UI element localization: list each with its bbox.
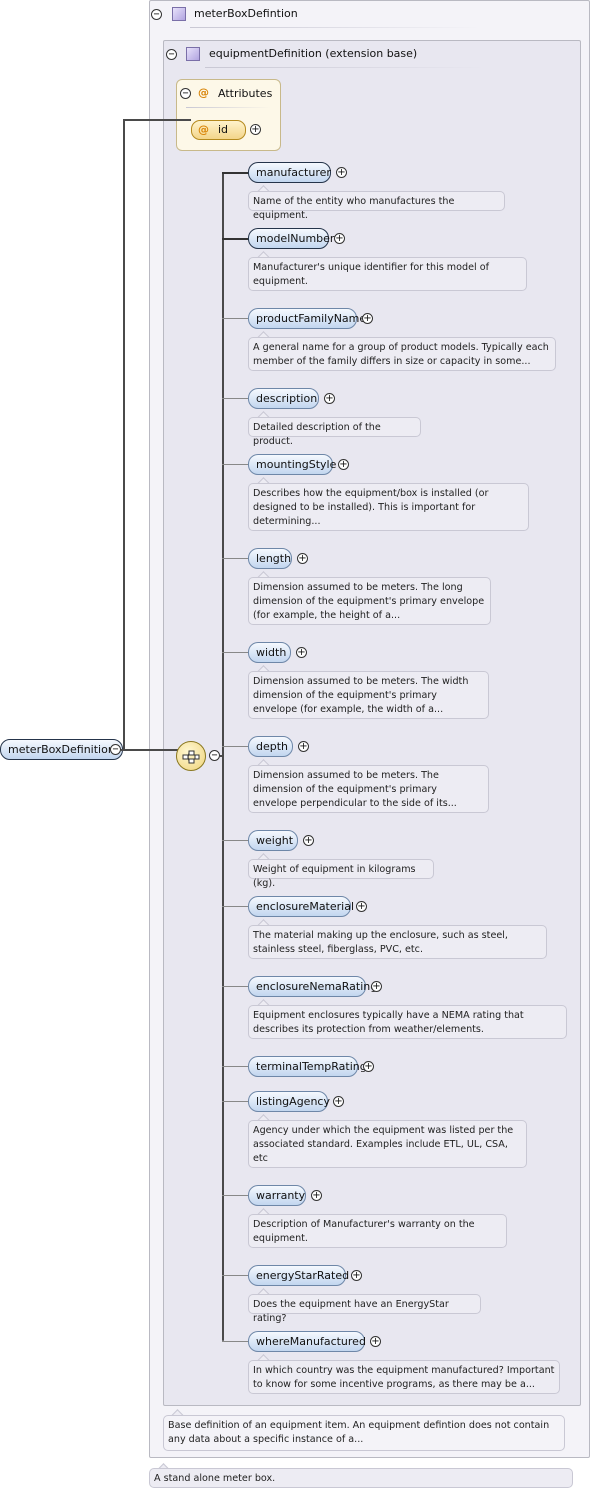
collapse-sequence-toggle[interactable]: − — [209, 750, 220, 761]
connector — [123, 119, 191, 121]
expand-length[interactable]: + — [297, 553, 308, 564]
branch-connector — [222, 318, 249, 319]
element-documentation: Description of Manufacturer's warranty o… — [248, 1214, 507, 1248]
attributes-header: Attributes — [218, 87, 273, 100]
expand-terminalTempRating[interactable]: + — [363, 1061, 374, 1072]
branch-connector — [222, 1275, 249, 1276]
collapse-extension-toggle[interactable]: − — [166, 49, 177, 60]
element-documentation: Dimension assumed to be meters. The long… — [248, 577, 491, 625]
element-weight[interactable]: weight — [248, 830, 298, 851]
divider — [205, 67, 485, 68]
branch-connector — [222, 1341, 249, 1342]
extension-box — [163, 40, 581, 1406]
element-whereManufactured[interactable]: whereManufactured — [248, 1331, 366, 1352]
branch-connector — [222, 464, 249, 465]
attribute-id[interactable] — [191, 120, 246, 140]
branch-connector — [222, 652, 249, 653]
element-documentation: Dimension assumed to be meters. The dime… — [248, 765, 489, 813]
element-documentation: Manufacturer's unique identifier for thi… — [248, 257, 527, 291]
expand-description[interactable]: + — [324, 393, 335, 404]
branch-connector — [222, 172, 249, 174]
element-depth[interactable]: depth — [248, 736, 293, 757]
element-description[interactable]: description — [248, 388, 319, 409]
element-documentation: Does the equipment have an EnergyStar ra… — [248, 1294, 481, 1324]
element-terminalTempRating[interactable]: terminalTempRating — [248, 1056, 367, 1077]
divider — [190, 27, 480, 28]
branch-connector — [222, 746, 249, 747]
branch-connector — [222, 840, 249, 841]
element-documentation: Equipment enclosures typically have a NE… — [248, 1005, 567, 1039]
expand-mountingStyle[interactable]: + — [338, 459, 349, 470]
collapse-attributes-toggle[interactable]: − — [180, 88, 191, 99]
element-documentation: Agency under which the equipment was lis… — [248, 1120, 527, 1168]
extension-label: equipmentDefinition (extension base) — [209, 47, 418, 60]
element-productFamilyName[interactable]: productFamilyName — [248, 308, 366, 329]
element-manufacturer[interactable]: manufacturer — [248, 162, 331, 183]
element-documentation: The material making up the enclosure, su… — [248, 925, 547, 959]
expand-attribute-id[interactable]: + — [250, 124, 261, 135]
element-enclosureMaterial[interactable]: enclosureMaterial — [248, 896, 354, 917]
branch-connector — [222, 398, 249, 399]
attribute-id-label: id — [218, 123, 229, 136]
divider — [186, 107, 271, 108]
element-documentation: Describes how the equipment/box is insta… — [248, 483, 529, 531]
expand-manufacturer[interactable]: + — [336, 167, 347, 178]
element-documentation: A general name for a group of product mo… — [248, 337, 556, 371]
branch-connector — [222, 986, 249, 987]
extension-icon — [186, 47, 200, 61]
expand-weight[interactable]: + — [303, 835, 314, 846]
element-documentation: Dimension assumed to be meters. The widt… — [248, 671, 489, 719]
extension-documentation: Base definition of an equipment item. An… — [163, 1415, 565, 1451]
collapse-root-toggle[interactable]: − — [110, 744, 121, 755]
complex-type-icon — [172, 7, 186, 21]
element-listingAgency[interactable]: listingAgency — [248, 1091, 330, 1112]
expand-modelNumber[interactable]: + — [334, 233, 345, 244]
expand-listingAgency[interactable]: + — [333, 1096, 344, 1107]
expand-enclosureNemaRating[interactable]: + — [371, 981, 382, 992]
expand-energyStarRated[interactable]: + — [351, 1270, 362, 1281]
expand-width[interactable]: + — [296, 647, 307, 658]
branch-connector — [222, 558, 249, 559]
expand-depth[interactable]: + — [298, 741, 309, 752]
sequence-trunk-line — [222, 172, 224, 1341]
collapse-complex-type-toggle[interactable]: − — [151, 9, 162, 20]
element-documentation: Weight of equipment in kilograms (kg). — [248, 859, 434, 889]
element-modelNumber[interactable]: modelNumber — [248, 228, 334, 249]
attribute-icon: @ — [198, 86, 209, 99]
branch-connector — [222, 1195, 249, 1196]
element-mountingStyle[interactable]: mountingStyle — [248, 454, 336, 475]
expand-warranty[interactable]: + — [311, 1190, 322, 1201]
element-energyStarRated[interactable]: energyStarRated — [248, 1265, 349, 1286]
element-documentation: Detailed description of the product. — [248, 417, 421, 447]
element-enclosureNemaRating[interactable]: enclosureNemaRating — [248, 976, 377, 997]
branch-connector — [222, 1101, 249, 1102]
complex-type-label: meterBoxDefintion — [194, 7, 298, 20]
sequence-compositor-icon[interactable] — [176, 741, 206, 771]
connector — [123, 119, 125, 751]
expand-whereManufactured[interactable]: + — [370, 1336, 381, 1347]
branch-connector — [222, 1066, 249, 1067]
element-warranty[interactable]: warranty — [248, 1185, 306, 1206]
attribute-icon: @ — [198, 123, 209, 136]
element-length[interactable]: length — [248, 548, 292, 569]
element-documentation: In which country was the equipment manuf… — [248, 1360, 560, 1394]
expand-enclosureMaterial[interactable]: + — [356, 901, 367, 912]
element-width[interactable]: width — [248, 642, 291, 663]
root-element-meterBoxDefinition[interactable]: meterBoxDefinition — [0, 739, 123, 760]
expand-productFamilyName[interactable]: + — [362, 313, 373, 324]
branch-connector — [222, 238, 249, 240]
branch-connector — [222, 906, 249, 907]
connector — [121, 749, 178, 751]
element-documentation: Name of the entity who manufactures the … — [248, 191, 505, 221]
root-documentation: A stand alone meter box. — [149, 1468, 573, 1488]
